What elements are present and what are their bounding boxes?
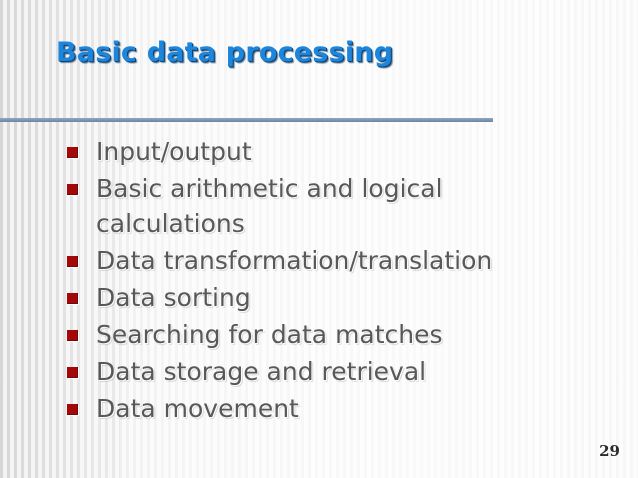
list-item-label: Searching for data matches [96,320,443,349]
square-bullet-icon [67,293,78,304]
title-divider-rule [0,118,493,122]
list-item-label: Input/output [96,137,252,166]
slide-number: 29 [599,442,620,460]
square-bullet-icon [67,367,78,378]
list-item: Data movement [66,391,596,426]
list-item: Data transformation/translation [66,243,596,278]
list-item: Data storage and retrieval [66,354,596,389]
list-item-label: Data transformation/translation [96,246,493,275]
square-bullet-icon [67,184,78,195]
square-bullet-icon [67,256,78,267]
list-item-label: Data storage and retrieval [96,357,427,386]
square-bullet-icon [67,330,78,341]
list-item: Searching for data matches [66,317,596,352]
slide-title: Basic data processing [56,37,394,68]
list-item: Basic arithmetic and logical calculation… [66,171,596,241]
square-bullet-icon [67,404,78,415]
list-item: Input/output [66,134,596,169]
list-item-label: Data sorting [96,283,251,312]
list-item-label: Basic arithmetic and logical calculation… [96,174,443,238]
bullet-list: Input/output Basic arithmetic and logica… [66,134,596,428]
list-item-label: Data movement [96,394,299,423]
square-bullet-icon [67,147,78,158]
list-item: Data sorting [66,280,596,315]
